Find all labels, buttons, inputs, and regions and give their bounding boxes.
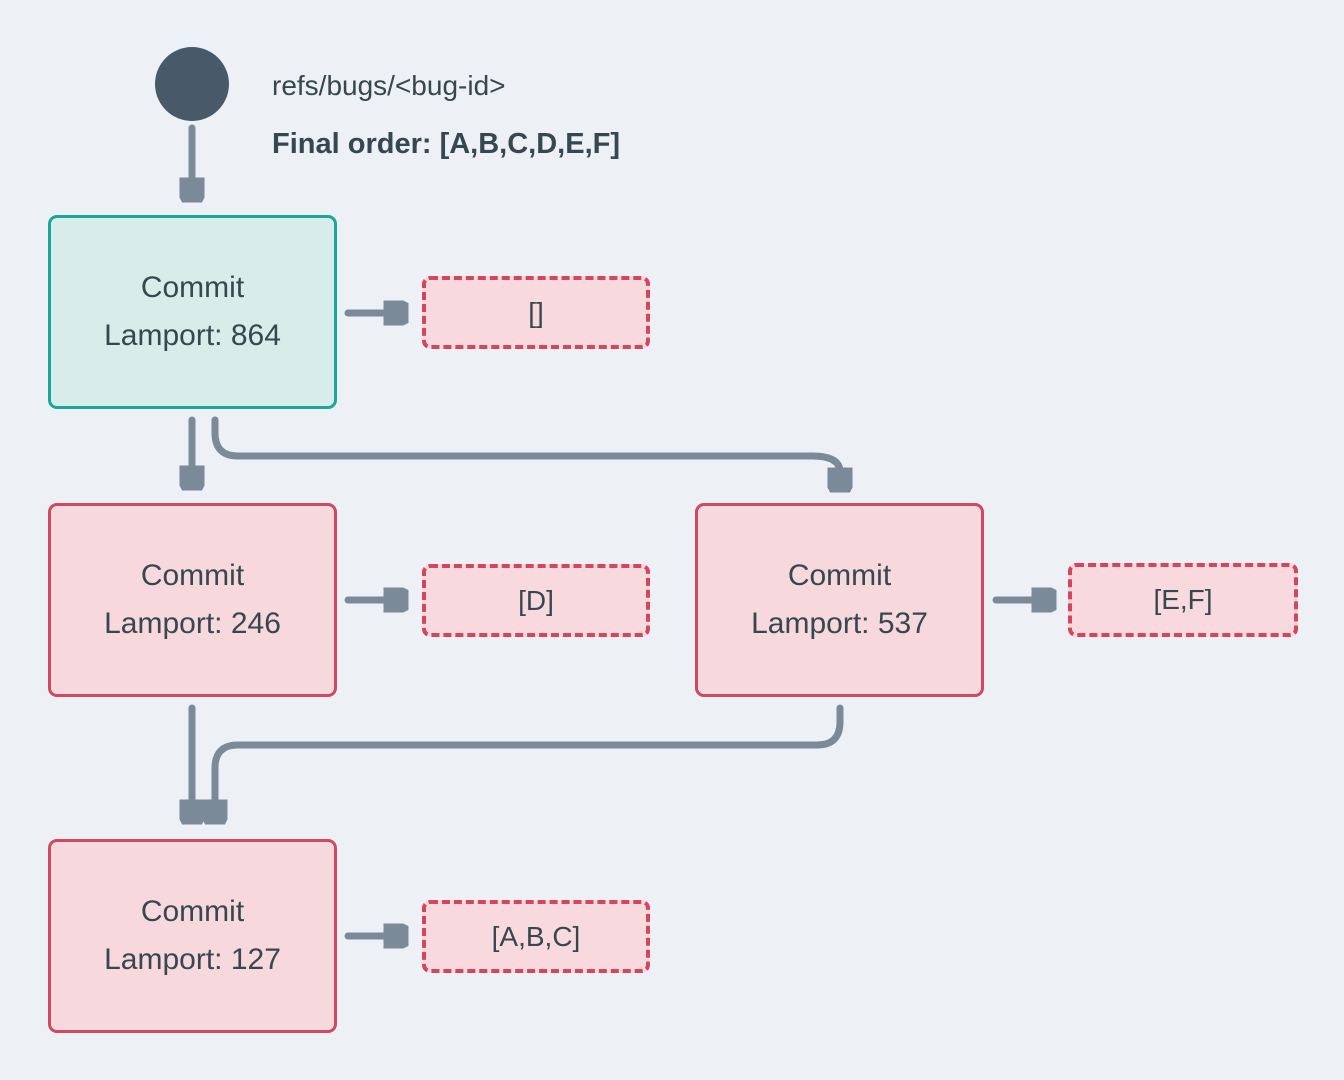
final-order-label: Final order: [A,B,C,D,E,F] [272, 128, 620, 160]
payload-list-ef: [E,F] [1068, 563, 1298, 637]
payload-label: [A,B,C] [491, 920, 581, 952]
commit-lamport: Lamport: 537 [751, 607, 928, 640]
commit-title: Commit [140, 559, 245, 592]
payload-list-empty: [] [422, 276, 650, 349]
payload-list-d: [D] [422, 564, 650, 637]
payload-list-abc: [A,B,C] [422, 900, 650, 973]
commit-node-246: Commit Lamport: 246 [48, 503, 337, 697]
commit-title: Commit [140, 271, 245, 304]
commit-title: Commit [140, 895, 245, 928]
edge-commit537-to-commit127 [215, 704, 844, 812]
ref-label: refs/bugs/<bug-id> [272, 70, 506, 101]
payload-label: [D] [518, 584, 554, 616]
payload-label: [E,F] [1153, 584, 1213, 615]
commit-node-537: Commit Lamport: 537 [695, 503, 984, 697]
edge-commit864-to-commit537 [211, 416, 840, 480]
commit-title: Commit [787, 559, 892, 592]
ref-dot-icon [155, 47, 229, 121]
commit-lamport: Lamport: 246 [104, 607, 281, 640]
commit-lamport: Lamport: 127 [104, 943, 281, 976]
commit-node-127: Commit Lamport: 127 [48, 839, 337, 1033]
payload-label: [] [528, 296, 544, 328]
commit-node-864: Commit Lamport: 864 [48, 215, 337, 409]
commit-lamport: Lamport: 864 [104, 319, 281, 352]
